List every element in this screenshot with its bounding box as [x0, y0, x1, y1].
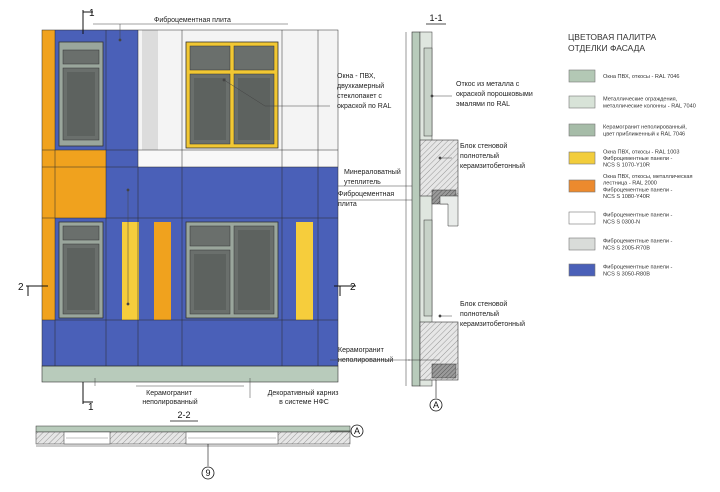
label-mineral-wool-line-1: Минераловатный — [344, 168, 401, 176]
label-pvc-windows-line-2: двухкамерный — [337, 82, 384, 90]
window-upper-left — [58, 41, 104, 147]
section-1-1-axis: А — [433, 400, 439, 410]
yellow-stripe-3 — [296, 222, 313, 320]
palette-swatch-3 — [568, 123, 596, 137]
label-granite-right: Керамогранит неполированный — [338, 347, 393, 364]
label-granite-bottom-line-2: неполированный — [142, 398, 197, 406]
label-granite-right-line-2: неполированный — [338, 356, 393, 364]
section-cut-2-right — [334, 285, 356, 296]
watermark: Avito — [618, 454, 706, 479]
section-cut-1-bottom — [82, 382, 93, 404]
label-fibro-mid: Фиброцементная плита — [338, 190, 396, 208]
window-lower-right — [185, 221, 279, 319]
palette-label-1: Окна ПВХ, откосы - RAL 7046 — [603, 74, 680, 80]
section-cut-1-top-label: 1 — [89, 8, 95, 19]
yellow-stripe-1 — [122, 222, 139, 320]
palette-title-line-2: ОТДЕЛКИ ФАСАДА — [568, 43, 645, 53]
label-reveal-line-1: Откос из металла с — [456, 81, 520, 88]
white-band — [138, 150, 338, 167]
section-2-2-axis-a: А — [354, 426, 360, 436]
window-lower-left — [58, 221, 104, 319]
facade-elevation: 1 1 2 2 — [18, 8, 415, 413]
label-block-bottom-line-1: Блок стеновой — [460, 300, 507, 308]
orange-block-mid — [42, 150, 106, 218]
label-fibro-top: Фиброцементная плита — [154, 16, 231, 24]
label-block-bottom-line-2: полнотелый — [460, 310, 499, 318]
label-block-top: Блок стеновой полнотелый керамзитобетонн… — [460, 142, 525, 170]
label-pvc-windows-line-3: стеклопакет с — [337, 93, 382, 100]
label-pvc-windows-line-1: Окна - ПВХ, — [337, 73, 376, 80]
label-cornice-line-2: в системе НФС — [279, 399, 329, 406]
palette-swatch-7 — [568, 237, 596, 251]
panel-grid — [41, 29, 339, 367]
label-block-bottom-line-3: керамзитобетонный — [460, 320, 525, 328]
section-cut-2-right-label: 2 — [350, 282, 356, 293]
section-cut-2-left-label: 2 — [18, 282, 24, 293]
leader-lines-section — [430, 94, 452, 318]
section-2-2-axis-9: 9 — [205, 468, 210, 478]
label-granite-bottom: Керамогранит неполированный — [142, 390, 197, 406]
label-granite-bottom-line-1: Керамогранит — [146, 390, 193, 397]
label-reveal-line-3: эмалями по RAL — [456, 101, 510, 108]
section-cut-1-top — [82, 10, 93, 34]
label-fibro-mid-line-1: Фиброцементная — [338, 190, 394, 198]
label-reveal: Откос из металла с окраской порошковыми … — [456, 81, 535, 108]
label-fibro-mid-line-2: плита — [338, 201, 357, 208]
leader-lines-facade — [93, 23, 415, 398]
palette-label-6: Фиброцементные панели -NCS S 0300-N — [603, 213, 673, 226]
label-mineral-wool: Минераловатный утеплитель — [344, 168, 403, 186]
label-block-top-line-3: керамзитобетонный — [460, 162, 525, 170]
label-granite-right-line-1: Керамогранит — [338, 347, 385, 354]
palette-title-line-1: ЦВЕТОВАЯ ПАЛИТРА — [568, 32, 657, 42]
label-reveal-line-2: окраской порошковыми — [456, 90, 533, 98]
palette-swatch-2 — [568, 95, 596, 109]
watermark-text: Avito — [642, 454, 706, 479]
palette-swatch-4 — [568, 151, 596, 165]
label-cornice: Декоративный карниз в системе НФС — [268, 389, 341, 406]
section-2-2-title: 2-2 — [177, 410, 190, 420]
label-block-top-line-1: Блок стеновой — [460, 142, 507, 150]
palette-swatch-6 — [568, 211, 596, 225]
palette-swatch-8 — [568, 263, 596, 277]
orange-column-left — [42, 30, 55, 150]
label-pvc-windows-line-4: окраской по RAL — [337, 102, 391, 110]
section-1-1-title: 1-1 — [429, 13, 442, 23]
label-block-bottom: Блок стеновой полнотелый керамзитобетонн… — [460, 300, 525, 328]
orange-stripe-2 — [154, 222, 171, 320]
granite-base — [41, 365, 339, 383]
label-block-top-line-2: полнотелый — [460, 152, 499, 160]
section-cut-2-left — [26, 285, 48, 296]
label-pvc-windows: Окна - ПВХ, двухкамерный стеклопакет с о… — [337, 73, 391, 110]
label-cornice-line-1: Декоративный карниз — [268, 389, 339, 397]
section-2-2: 2-2 А 9 — [35, 410, 364, 480]
palette-items: Окна ПВХ, откосы - RAL 7046Металлические… — [568, 69, 696, 278]
grey-panel-upper — [142, 30, 158, 150]
palette-label-7: Фиброцементные панели -NCS S 2005-R70B — [603, 239, 673, 252]
label-mineral-wool-line-2: утеплитель — [344, 179, 381, 186]
palette-swatch-1 — [568, 69, 596, 83]
orange-column-lower — [42, 218, 55, 320]
palette-label-8: Фиброцементные панели -NCS S 3050-R80B — [603, 265, 673, 278]
window-upper-right — [185, 41, 279, 149]
palette-label-3: Керамогранит неполированный,цвет приближ… — [603, 124, 687, 138]
section-1-1: 1-1 А Откос из металла с — [405, 13, 535, 412]
palette-swatch-5 — [568, 179, 596, 193]
section-cut-1-bottom-label: 1 — [88, 402, 94, 413]
palette-label-2: Металлические ограждения,металлические к… — [603, 97, 696, 110]
palette-title: ЦВЕТОВАЯ ПАЛИТРА ОТДЕЛКИ ФАСАДА — [568, 32, 659, 53]
color-palette: ЦВЕТОВАЯ ПАЛИТРА ОТДЕЛКИ ФАСАДА Окна ПВХ… — [568, 32, 696, 277]
